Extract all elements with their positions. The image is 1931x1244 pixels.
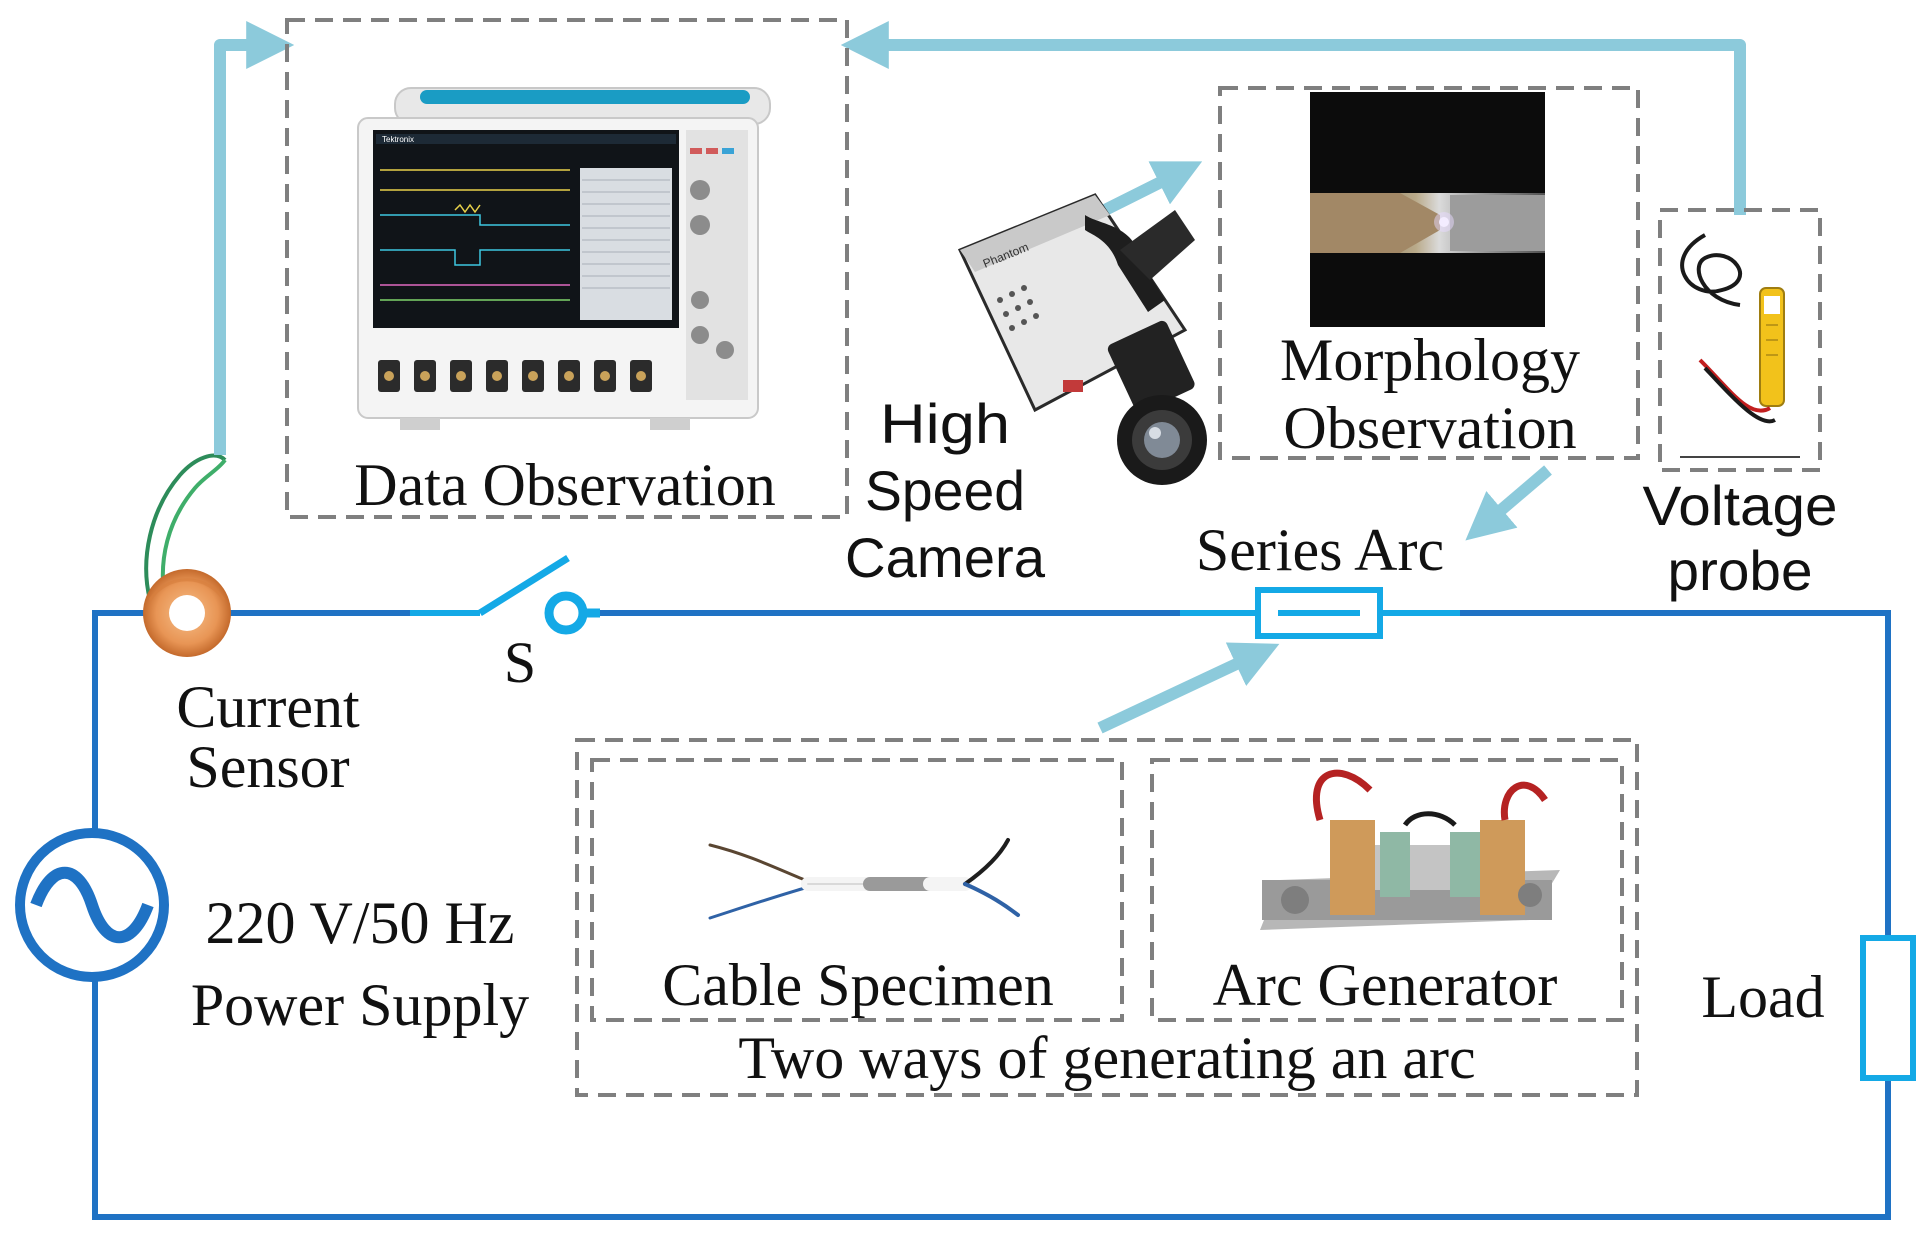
scope-channel-inputs — [378, 360, 652, 392]
load-resistor — [1860, 935, 1916, 1081]
arc-methods-frame — [575, 738, 1639, 1097]
current-sensor-label-line2: Sensor — [186, 734, 349, 800]
circuit-left-wire — [92, 610, 410, 830]
power-supply-label-line1: 220 V/50 Hz — [206, 890, 515, 956]
switch-label: S — [504, 630, 536, 695]
oscilloscope-image: Tektronix — [357, 87, 771, 430]
voltage-probe-frame — [1658, 208, 1822, 472]
morphology-observation-label-line2: Observation — [1283, 395, 1576, 461]
arc-generator-image — [1260, 769, 1560, 930]
voltage-probe-label-line2: probe — [1668, 539, 1813, 602]
high-speed-camera-label-line3: Camera — [845, 526, 1046, 589]
current-sensor-icon — [143, 453, 231, 657]
scope-brand: Tektronix — [382, 135, 414, 144]
data-observation-frame — [285, 18, 849, 519]
series-arc-label: Series Arc — [1196, 517, 1444, 583]
arc-generator-frame — [1150, 758, 1624, 1022]
arc-generator-label: Arc Generator — [1213, 952, 1558, 1018]
voltage-probe-image — [1680, 233, 1800, 458]
dashed-frames — [285, 18, 1822, 1097]
circuit-bottom-wire — [92, 980, 1891, 1220]
main-circuit — [92, 610, 1891, 1220]
arrow-generators-to-arc — [1097, 642, 1280, 734]
circuit-right-wire — [1460, 610, 1891, 938]
switch-blade — [478, 555, 570, 616]
switch-contact — [544, 591, 588, 635]
power-supply-label-line2: Power Supply — [191, 972, 529, 1038]
arrow-morphology-to-arc — [1465, 465, 1552, 541]
load-label: Load — [1701, 964, 1824, 1030]
high-speed-camera-label-line2: Speed — [865, 459, 1025, 522]
high-speed-camera-image: Phantom — [957, 193, 1207, 485]
arc-methods-label: Two ways of generating an arc — [738, 1025, 1475, 1091]
arrow-sensor-to-scope — [214, 21, 295, 455]
voltage-probe-label-line1: Voltage — [1643, 474, 1838, 537]
current-sensor-label-line1: Current — [176, 674, 360, 740]
data-observation-label: Data Observation — [354, 452, 776, 518]
cable-frame — [590, 758, 1124, 1022]
morphology-frame — [1218, 86, 1640, 460]
morphology-observation-label-line1: Morphology — [1280, 327, 1580, 393]
series-arc-element — [1255, 587, 1383, 639]
arc-morphology-photo — [1310, 92, 1545, 327]
arrow-probe-to-scope — [840, 20, 1746, 215]
cable-specimen-label: Cable Specimen — [662, 952, 1054, 1018]
switch-s — [478, 555, 600, 635]
high-speed-camera-label-line1: High — [880, 392, 1010, 455]
ac-source-icon — [15, 828, 169, 982]
cable-specimen-image — [708, 838, 1020, 920]
